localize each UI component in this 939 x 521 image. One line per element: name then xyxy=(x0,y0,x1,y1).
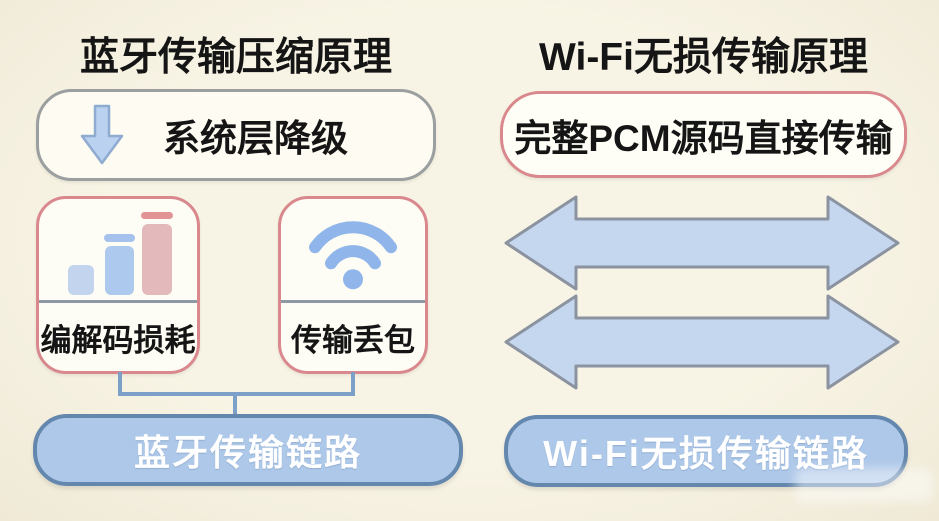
bluetooth-column-title: 蓝牙传输压缩原理 xyxy=(79,36,392,79)
down-arrow-icon xyxy=(79,104,125,166)
codec-loss-label: 编解码损耗 xyxy=(40,322,196,358)
wifi-icon xyxy=(305,205,401,291)
connector-right-vertical xyxy=(351,372,355,396)
bar-chart-cap-blue xyxy=(104,234,135,242)
bar-chart-icon xyxy=(39,199,197,303)
wifi-link-label: Wi-Fi无损传输链路 xyxy=(543,433,869,474)
packet-loss-card: 传输丢包 xyxy=(278,196,428,374)
bluetooth-link-label: 蓝牙传输链路 xyxy=(133,432,362,473)
double-arrow-icon xyxy=(503,194,901,292)
watermark xyxy=(795,468,933,502)
bar-chart-bar-medium xyxy=(105,246,134,295)
bluetooth-link-box: 蓝牙传输链路 xyxy=(33,414,463,486)
pcm-direct-label: 完整PCM源码直接传输 xyxy=(514,117,893,159)
bar-chart-bar-tall xyxy=(142,224,172,295)
wifi-column-title: Wi-Fi无损传输原理 xyxy=(539,36,868,79)
system-downgrade-label: 系统层降级 xyxy=(163,118,348,159)
packet-loss-label: 传输丢包 xyxy=(291,322,415,358)
bar-chart-cap-red xyxy=(141,212,173,219)
wifi-link-box: Wi-Fi无损传输链路 xyxy=(504,415,908,487)
system-downgrade-box: 系统层降级 xyxy=(36,89,436,181)
connector-left-vertical xyxy=(118,372,122,396)
double-arrow-icon xyxy=(503,292,901,392)
codec-loss-card: 编解码损耗 xyxy=(36,196,200,374)
connector-center-vertical xyxy=(233,392,237,417)
bar-chart-bar-small xyxy=(68,265,94,295)
pcm-direct-box: 完整PCM源码直接传输 xyxy=(500,91,907,178)
